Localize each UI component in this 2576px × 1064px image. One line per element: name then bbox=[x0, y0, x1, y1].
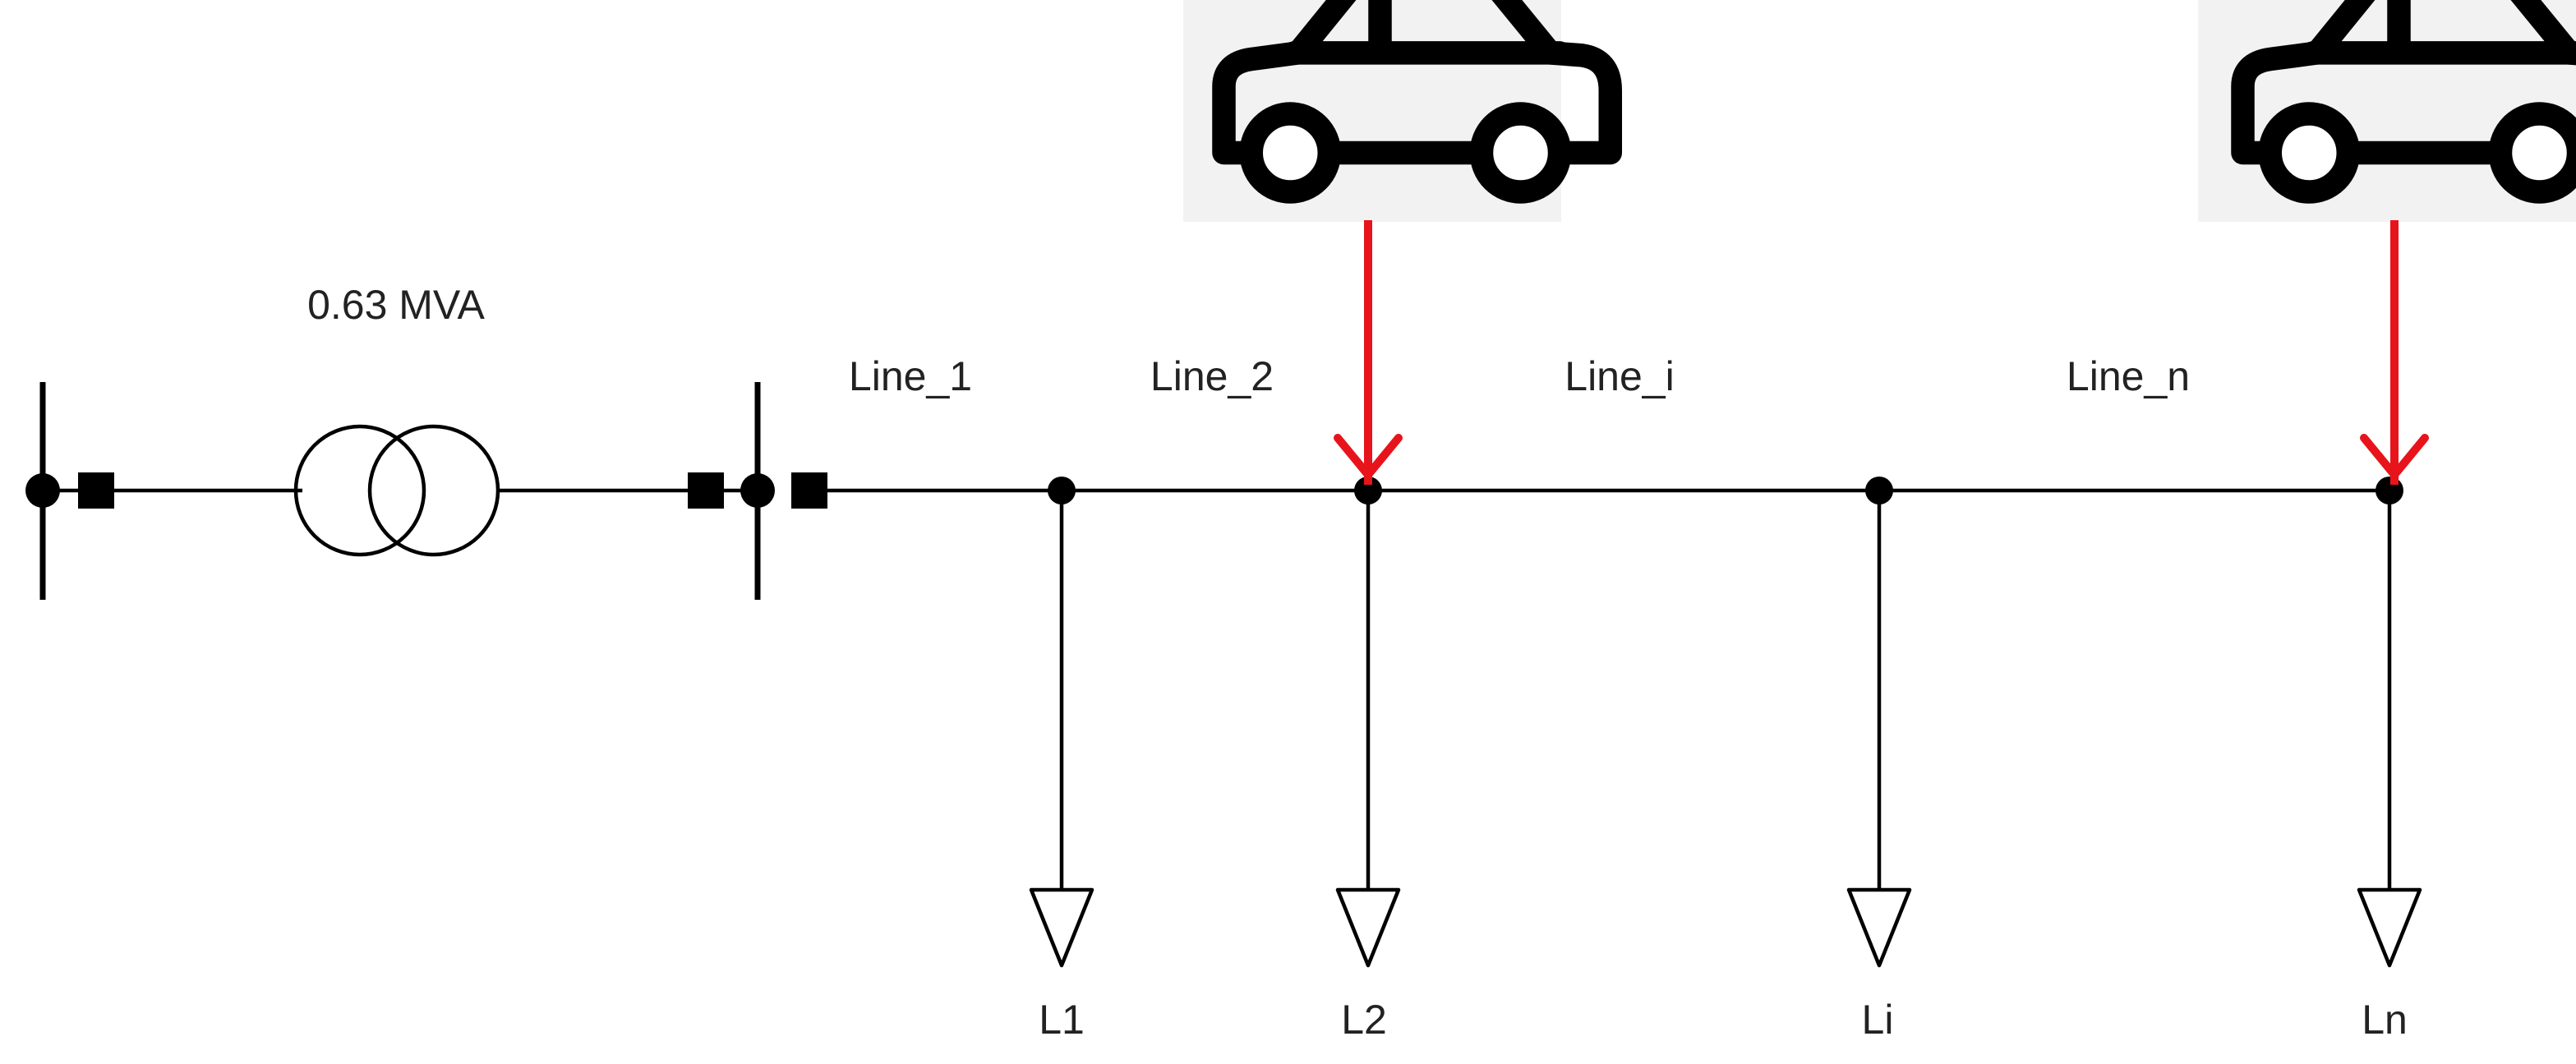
load-triangle-symbol bbox=[1335, 887, 1401, 968]
load-label-1: L1 bbox=[1039, 997, 1085, 1043]
load-label-i: Li bbox=[1862, 997, 1894, 1043]
load-label-n: Ln bbox=[2362, 997, 2408, 1043]
charging-arrow-2 bbox=[2360, 220, 2429, 485]
load-label-2: L2 bbox=[1341, 997, 1387, 1043]
transformer-rating-label: 0.63 MVA bbox=[307, 282, 485, 328]
load-triangle-symbol bbox=[2357, 887, 2422, 968]
load-branch-n bbox=[2357, 477, 2422, 968]
breaker-lv-in bbox=[688, 472, 724, 509]
line-label-1: Line_1 bbox=[849, 353, 972, 399]
ev-car-1 bbox=[1183, 0, 1611, 222]
ev-car-2 bbox=[2198, 0, 2576, 222]
charging-arrow-1 bbox=[1334, 220, 1403, 485]
load-branch-2 bbox=[1335, 477, 1401, 968]
load-branch-i bbox=[1846, 477, 1912, 968]
transformer-symbol bbox=[293, 424, 500, 557]
lv-busbar bbox=[740, 382, 775, 600]
load-triangle-symbol bbox=[1846, 887, 1912, 968]
load-branch-1 bbox=[1029, 477, 1094, 968]
line-label-2: Line_2 bbox=[1150, 353, 1274, 399]
breaker-lv-out bbox=[791, 472, 827, 509]
line-label-i: Line_i bbox=[1564, 353, 1674, 399]
line-label-n: Line_n bbox=[2067, 353, 2190, 399]
load-triangle-symbol bbox=[1029, 887, 1094, 968]
